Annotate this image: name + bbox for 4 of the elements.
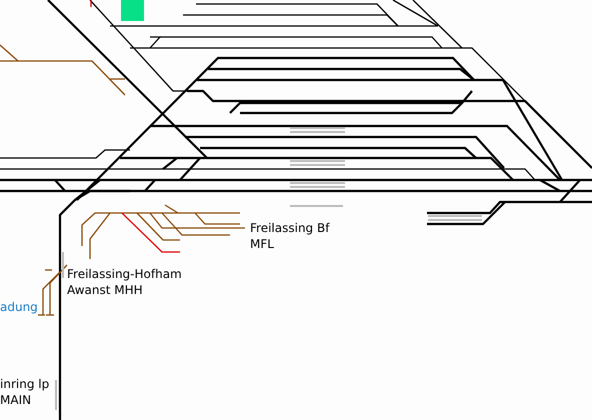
station-label: inring lp MAIN — [0, 376, 50, 408]
station-label: adung — [0, 299, 39, 315]
station-label: Freilassing-Hofham Awanst MHH — [67, 266, 183, 298]
station-label: Freilassing Bf MFL — [250, 220, 330, 252]
